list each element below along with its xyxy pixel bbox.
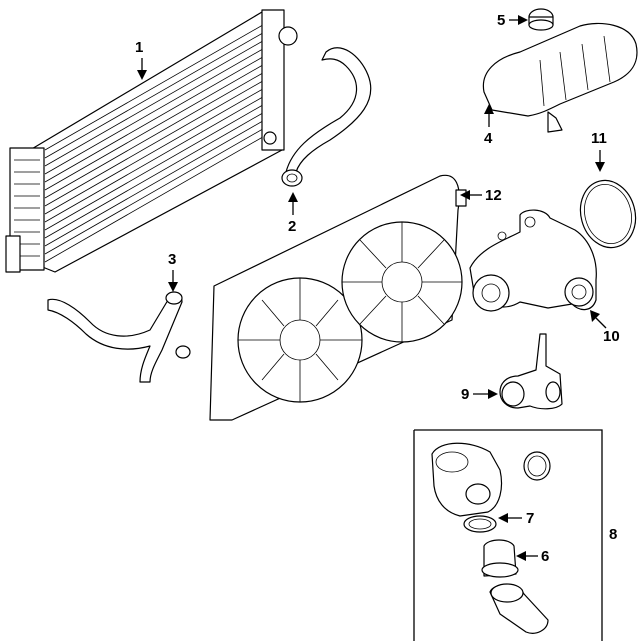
fan-shroud-part (209, 174, 467, 421)
radiator-part (5, 9, 298, 273)
upper-hose-part (281, 47, 372, 187)
thermostat-assembly-box (413, 429, 603, 641)
callout-11: 11 (591, 130, 607, 147)
lower-hose-part (47, 291, 191, 383)
callout-2: 2 (288, 218, 296, 235)
callout-8: 8 (609, 526, 617, 543)
water-pump-part (469, 209, 597, 312)
callout-7: 7 (526, 510, 534, 527)
callout-1: 1 (135, 39, 143, 56)
reservoir-cap-part (528, 8, 554, 31)
pump-gasket-part (579, 179, 637, 249)
callout-3: 3 (168, 251, 176, 268)
callout-5: 5 (497, 12, 505, 29)
callout-12: 12 (485, 187, 502, 204)
callout-6: 6 (541, 548, 549, 565)
callout-10: 10 (603, 328, 620, 345)
callout-9: 9 (461, 386, 469, 403)
callout-4: 4 (484, 130, 493, 147)
coolant-reservoir-part (482, 22, 638, 133)
thermostat-housing-part (499, 333, 563, 410)
